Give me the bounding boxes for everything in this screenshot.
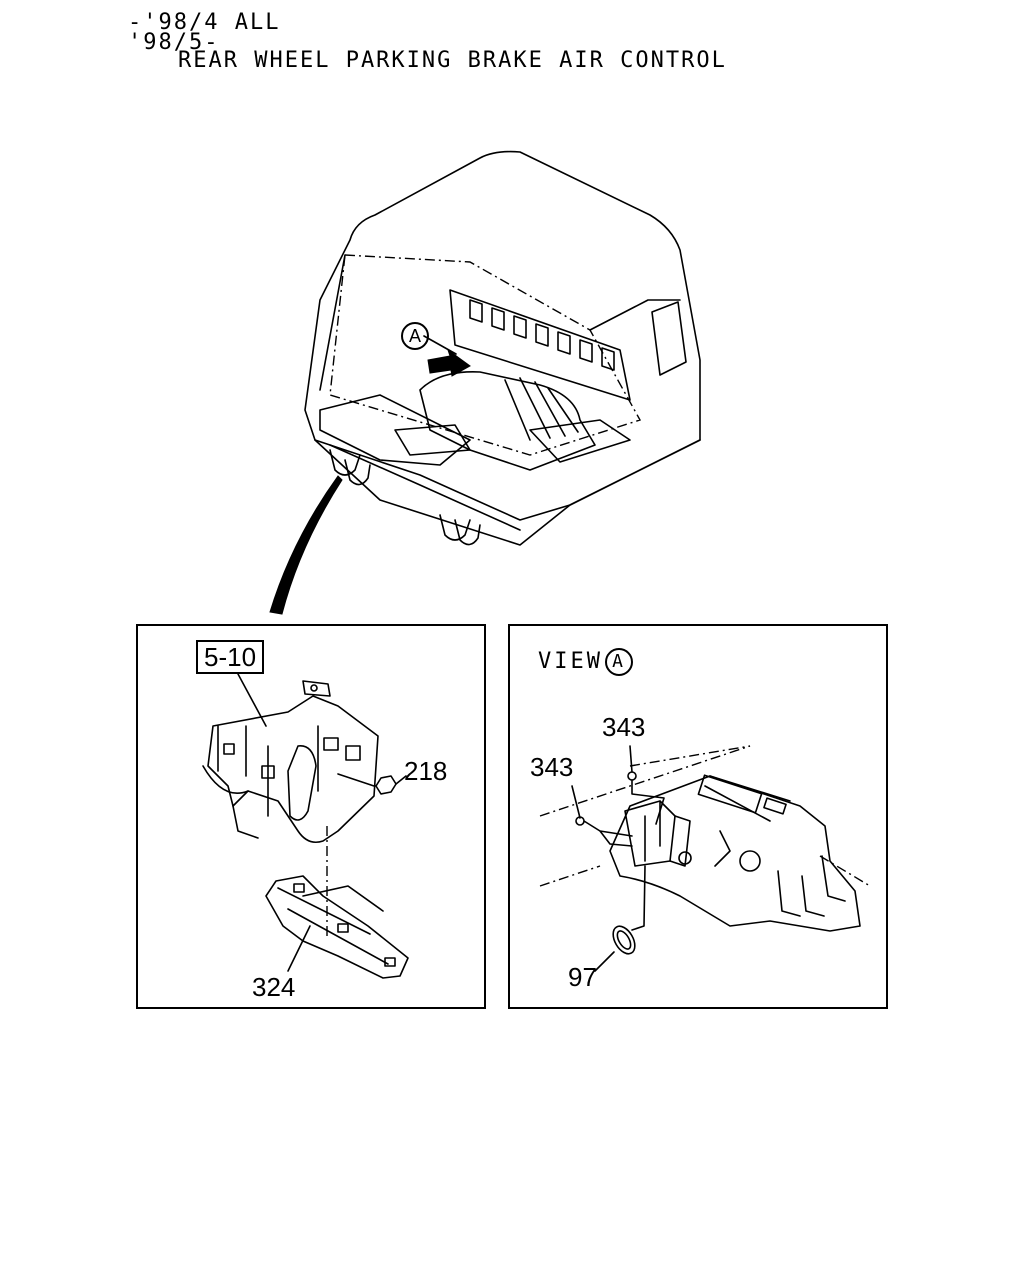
part-label-218: 218 xyxy=(404,756,448,786)
view-a-circle-letter: A xyxy=(612,651,626,672)
cab-overview-illustration xyxy=(269,150,701,615)
part-label-343-lower: 343 xyxy=(530,752,574,782)
part-label-343-upper: 343 xyxy=(602,712,646,742)
bracket-detail-panel: 5-10 218 324 xyxy=(136,624,486,1009)
reference-box: 5-10 xyxy=(196,640,265,674)
view-a-illustration xyxy=(539,745,871,972)
header-line-1: -'98/4 ALL xyxy=(128,10,281,35)
header-line-2: '98/5- xyxy=(128,30,220,55)
diagram-title: REAR WHEEL PARKING BRAKE AIR CONTROL xyxy=(178,48,727,73)
part-label-97: 97 xyxy=(568,962,597,992)
view-a-marker: A xyxy=(401,322,429,350)
view-a-circle: A xyxy=(604,648,633,676)
bracket-exploded-illustration xyxy=(202,673,409,979)
view-a-title: VIEW A xyxy=(538,648,633,676)
view-a-marker-letter: A xyxy=(408,326,421,346)
view-a-detail-panel: VIEW A 343 343 97 xyxy=(508,624,888,1009)
part-label-324: 324 xyxy=(252,972,296,1002)
view-label-text: VIEW xyxy=(538,649,603,674)
